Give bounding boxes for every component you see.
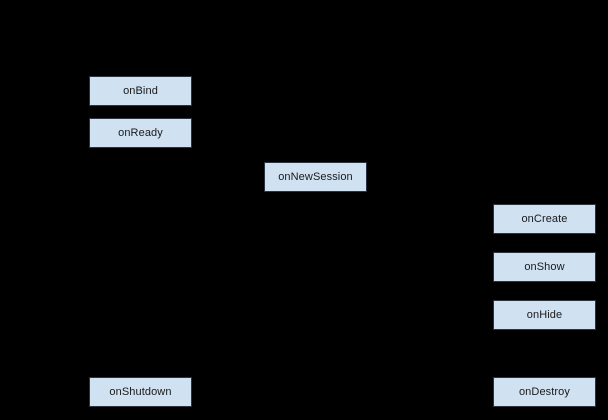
- node-on-destroy[interactable]: onDestroy: [493, 377, 596, 407]
- node-on-hide[interactable]: onHide: [493, 300, 596, 330]
- node-on-new-session[interactable]: onNewSession: [264, 162, 367, 192]
- node-label-on-shutdown: onShutdown: [109, 385, 172, 398]
- node-label-on-new-session: onNewSession: [278, 170, 353, 183]
- node-on-show[interactable]: onShow: [493, 252, 596, 282]
- node-on-shutdown[interactable]: onShutdown: [89, 377, 192, 407]
- node-on-bind[interactable]: onBind: [89, 76, 192, 106]
- node-label-on-destroy: onDestroy: [518, 385, 571, 398]
- node-on-create[interactable]: onCreate: [493, 204, 596, 234]
- node-label-on-show: onShow: [524, 260, 565, 273]
- node-label-on-hide: onHide: [526, 308, 563, 321]
- node-on-ready[interactable]: onReady: [89, 118, 192, 148]
- node-label-on-create: onCreate: [521, 212, 568, 225]
- node-label-on-bind: onBind: [123, 84, 158, 97]
- node-label-on-ready: onReady: [118, 126, 163, 139]
